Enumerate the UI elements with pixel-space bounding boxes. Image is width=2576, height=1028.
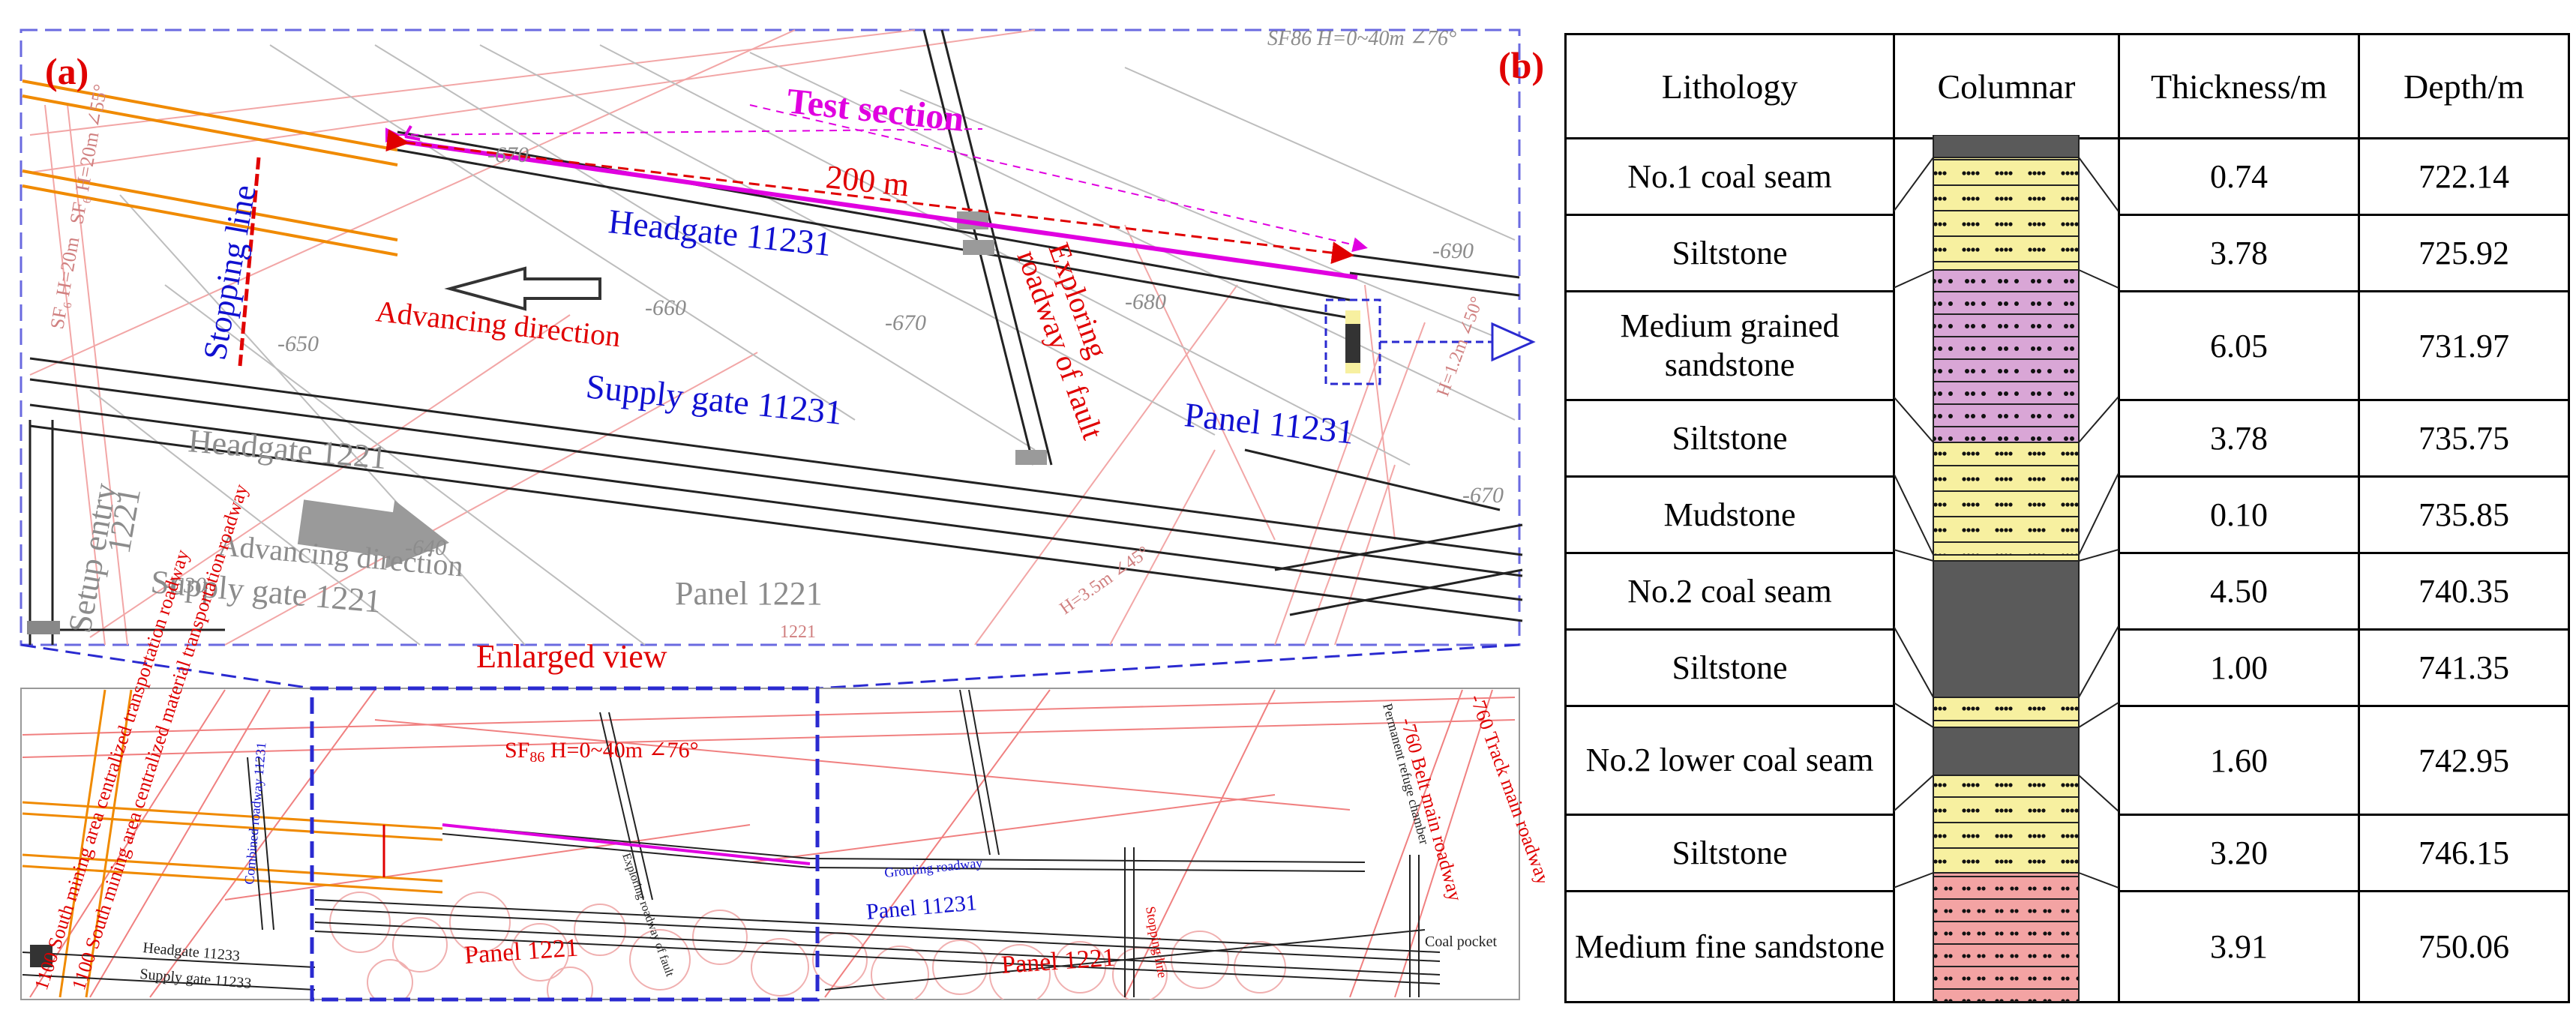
svg-text:-680: -680 — [1125, 289, 1166, 314]
layer-medium-fine-sandstone — [1933, 872, 2080, 1002]
table-row: Medium grained sandstone 6.05 731.97 — [1564, 290, 2570, 401]
table-row: Siltstone 3.78 725.92 — [1564, 214, 2570, 292]
layer-no2-coal — [1933, 560, 2080, 698]
table-row: Siltstone 3.78 735.75 — [1564, 399, 2570, 478]
stratigraphic-table: Lithology Columnar Thickness/m Depth/m N… — [1564, 33, 2570, 1003]
headgate-11231-label: Headgate 11231 — [607, 202, 833, 263]
fault-label-small: H=1.2m ∠50° — [1433, 294, 1487, 399]
panel-a-label: (a) — [45, 50, 88, 92]
table-row: Medium fine sandstone 3.91 750.06 — [1564, 890, 2570, 1003]
panel-1221-label: Panel 1221 — [675, 575, 823, 612]
overview-frame — [20, 688, 1520, 1000]
roadway-marker — [1015, 450, 1047, 465]
thickness-cell: 1.60 — [2118, 705, 2360, 816]
thickness-cell: 0.74 — [2118, 137, 2360, 216]
panel-11231-label: Panel 11231 — [1183, 395, 1356, 451]
lithology-cell: Mudstone — [1564, 475, 1895, 554]
mine-layout-map: -670 -660 -650 -680 -670 -690 -670 -640 … — [19, 27, 1545, 1002]
enlarged-view-label: Enlarged view — [476, 638, 667, 675]
depth-cell: 735.75 — [2358, 399, 2570, 478]
lithology-cell: No.1 coal seam — [1564, 137, 1895, 216]
svg-text:-670: -670 — [487, 142, 529, 167]
lithology-cell: Medium fine sandstone — [1564, 890, 1895, 1003]
layer-no1-coal — [1933, 135, 2080, 158]
depth-cell: 722.14 — [2358, 137, 2570, 216]
table-row: No.2 lower coal seam 1.60 742.95 — [1564, 705, 2570, 816]
thickness-cell: 6.05 — [2118, 290, 2360, 401]
fault-label-top: SF86 H=0~40m ∠76° — [1267, 27, 1456, 50]
sf86-label: SF86 H=0~40m ∠76° — [505, 738, 699, 766]
distance-arrow — [385, 129, 1354, 265]
panel-b-label: (b) — [1498, 44, 1545, 86]
lithology-cell: No.2 lower coal seam — [1564, 705, 1895, 816]
orange-roadways — [22, 79, 398, 256]
lithology-cell: Siltstone — [1564, 814, 1895, 892]
svg-text:-670: -670 — [885, 310, 926, 335]
depth-cell: 725.92 — [2358, 214, 2570, 292]
depth-cell: 742.95 — [2358, 705, 2570, 816]
stopping-line-label: Stopping line — [196, 182, 263, 363]
svg-text:-670: -670 — [1462, 483, 1504, 508]
fault-label-left2: SF₆ H=20m — [46, 235, 83, 331]
lithology-cell: Siltstone — [1564, 214, 1895, 292]
contour-labels: -670 -660 -650 -680 -670 -690 -670 -640 … — [165, 142, 1504, 598]
thickness-cell: 4.50 — [2118, 552, 2360, 631]
stopping-line — [238, 157, 261, 367]
depth-cell: 735.85 — [2358, 475, 2570, 554]
depth-cell: 740.35 — [2358, 552, 2570, 631]
thickness-cell: 0.10 — [2118, 475, 2360, 554]
table-row: Siltstone 3.20 746.15 — [1564, 814, 2570, 892]
thickness-cell: 3.78 — [2118, 399, 2360, 478]
lithology-cell: Siltstone — [1564, 399, 1895, 478]
thickness-cell: 3.91 — [2118, 890, 2360, 1003]
layer-mudstone — [1933, 554, 2080, 562]
layer-siltstone-1 — [1933, 157, 2080, 271]
header-depth: Depth/m — [2358, 33, 2570, 139]
header-thickness: Thickness/m — [2118, 33, 2360, 139]
contour-lines — [89, 44, 1516, 646]
test-section-line — [397, 139, 1358, 280]
coal-pocket-label: Coal pocket — [1425, 934, 1498, 950]
table-row: Mudstone 0.10 735.85 — [1564, 475, 2570, 554]
leader-lines — [1894, 157, 2119, 889]
distance-label: 200 m — [824, 158, 911, 203]
svg-text:-690: -690 — [1432, 238, 1474, 263]
svg-text:-650: -650 — [277, 331, 319, 356]
layer-siltstone-4 — [1933, 775, 2080, 874]
depth-cell: 731.97 — [2358, 290, 2570, 401]
layer-medium-grained-sandstone — [1933, 269, 2080, 443]
lithology-cell: No.2 coal seam — [1564, 552, 1895, 631]
fault-label-small: 1221 — [780, 622, 816, 642]
table-row: No.2 coal seam 4.50 740.35 — [1564, 552, 2570, 631]
thickness-cell: 1.00 — [2118, 628, 2360, 707]
roadway-marker — [963, 240, 994, 255]
advancing-arrow-hollow — [444, 266, 601, 311]
to-panel-b-arrow — [1491, 322, 1536, 362]
table-row: Siltstone 1.00 741.35 — [1564, 628, 2570, 707]
table-header-row: Lithology Columnar Thickness/m Depth/m — [1564, 33, 2570, 139]
depth-cell: 750.06 — [2358, 890, 2570, 1003]
header-columnar: Columnar — [1893, 33, 2120, 139]
depth-cell: 741.35 — [2358, 628, 2570, 707]
borehole-column — [1345, 310, 1360, 373]
lithology-cell: Medium grained sandstone — [1564, 290, 1895, 401]
enlarged-view-box — [310, 686, 820, 1002]
svg-text:-660: -660 — [645, 295, 686, 320]
panel-a: -670 -660 -650 -680 -670 -690 -670 -640 … — [19, 27, 1536, 646]
svg-text:-630: -630 — [165, 573, 206, 598]
thickness-cell: 3.78 — [2118, 214, 2360, 292]
thickness-cell: 3.20 — [2118, 814, 2360, 892]
advancing-arrow-solid — [297, 499, 450, 569]
columnar-section — [1894, 135, 2119, 1002]
depth-cell: 746.15 — [2358, 814, 2570, 892]
lithology-cell: Siltstone — [1564, 628, 1895, 707]
svg-text:-640: -640 — [405, 535, 446, 560]
fault-label-small: H=3.5m ∠45° — [1057, 543, 1153, 619]
layer-no2-lower-coal — [1933, 727, 2080, 776]
layer-siltstone-2 — [1933, 442, 2080, 556]
layer-siltstone-3 — [1933, 697, 2080, 728]
header-lithology: Lithology — [1564, 33, 1895, 139]
